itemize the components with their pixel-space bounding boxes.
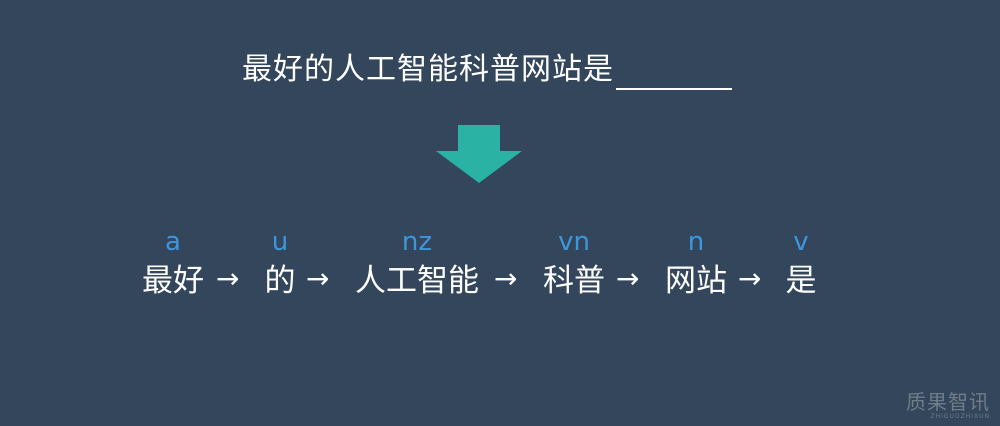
sentence-text: 最好的人工智能科普网站是 <box>242 52 614 87</box>
token-6: v 是 <box>782 226 820 302</box>
token-5: n 网站 <box>662 226 730 302</box>
token-1: a 最好 <box>140 226 206 302</box>
pos-tag: v <box>793 227 809 257</box>
watermark-title: 质果智讯 <box>906 390 990 414</box>
token-word: 最好 <box>142 263 204 299</box>
token-word: 网站 <box>665 263 727 299</box>
arrow-separator: → <box>306 262 330 295</box>
pos-tag: n <box>687 227 705 257</box>
pos-tag: u <box>271 227 289 257</box>
down-arrow-icon <box>436 125 522 183</box>
arrow-separator: → <box>616 262 640 295</box>
token-word: 科普 <box>543 263 605 299</box>
arrow-separator: → <box>216 262 240 295</box>
token-word: 的 <box>264 263 296 299</box>
arrow-separator: → <box>494 262 518 295</box>
arrow-separator: → <box>738 262 762 295</box>
token-3: nz 人工智能 <box>350 226 484 302</box>
token-word: 人工智能 <box>355 263 479 299</box>
pos-tag: nz <box>401 227 433 257</box>
token-4: vn 科普 <box>540 226 608 302</box>
fill-in-sentence: 最好的人工智能科普网站是 <box>242 50 732 90</box>
sentence-blank <box>616 56 732 90</box>
token-2: u 的 <box>260 226 300 302</box>
pos-tag: vn <box>558 227 590 257</box>
token-word: 是 <box>785 263 817 299</box>
watermark-subtitle: ZHIGUOZHIXUN <box>930 413 990 420</box>
watermark-logo: 质果智讯 ZHIGUOZHIXUN <box>906 391 990 420</box>
pos-tag: a <box>165 227 181 257</box>
